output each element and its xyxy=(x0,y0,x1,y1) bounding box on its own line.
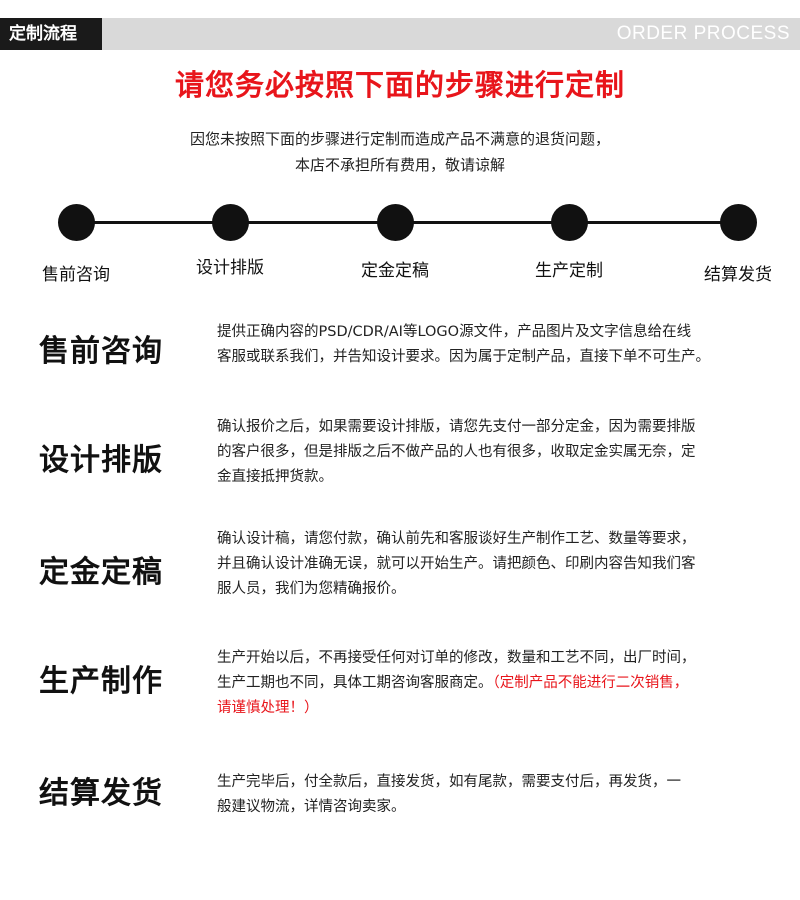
warning-text: 请谨慎处理！） xyxy=(217,700,319,716)
detail-line: 生产工期也不同，具体工期咨询客服商定。（定制产品不能进行二次销售， xyxy=(217,671,762,696)
timeline-step-5: 结算发货 xyxy=(668,200,800,285)
detail-line-normal: 生产工期也不同，具体工期咨询客服商定。 xyxy=(217,675,493,691)
detail-title: 售前咨询 xyxy=(39,334,163,369)
detail-title: 生产制作 xyxy=(39,664,163,699)
timeline-step-2: 设计排版 xyxy=(160,200,300,278)
detail-line: 般建议物流，详情咨询卖家。 xyxy=(217,799,406,815)
timeline-step-label: 定金定稿 xyxy=(361,261,429,281)
detail-line: 确认报价之后，如果需要设计排版，请您先支付一部分定金，因为需要排版 xyxy=(217,419,696,435)
detail-title: 设计排版 xyxy=(39,443,163,478)
detail-line: 服人员，我们为您精确报价。 xyxy=(217,581,406,597)
timeline-dot xyxy=(550,204,588,241)
warning-text: （定制产品不能进行二次销售， xyxy=(492,675,689,691)
notice-line-2: 本店不承担所有费用，敬请谅解 xyxy=(294,156,505,174)
timeline-step-label: 结算发货 xyxy=(704,265,772,285)
detail-line: 确认设计稿，请您付款，确认前先和客服谈好生产制作工艺、数量等要求， xyxy=(217,531,696,547)
timeline-step-label: 设计排版 xyxy=(196,258,264,278)
timeline-dot xyxy=(57,204,95,241)
detail-line: 提供正确内容的PSD/CDR/AI等LOGO源文件，产品图片及文字信息给在线 xyxy=(217,324,692,340)
process-timeline: 售前咨询 设计排版 定金定稿 生产定制 结算发货 xyxy=(0,200,800,290)
detail-text: 生产开始以后，不再接受任何对订单的修改，数量和工艺不同，出厂时间， 生产工期也不… xyxy=(217,646,762,721)
section-header-bar: 定制流程 ORDER PROCESS xyxy=(0,18,800,50)
detail-line: 生产完毕后，付全款后，直接发货，如有尾款，需要支付后，再发货，一 xyxy=(217,774,681,790)
detail-text: 生产完毕后，付全款后，直接发货，如有尾款，需要支付后，再发货，一 般建议物流，详… xyxy=(217,770,762,820)
detail-line: 客服或联系我们，并告知设计要求。因为属于定制产品，直接下单不可生产。 xyxy=(217,349,710,365)
notice-text: 因您未按照下面的步骤进行定制而造成产品不满意的退货问题， 本店不承担所有费用，敬… xyxy=(0,126,800,178)
detail-line: 并且确认设计准确无误，就可以开始生产。请把颜色、印刷内容告知我们客 xyxy=(217,556,696,572)
detail-title: 定金定稿 xyxy=(39,555,163,590)
timeline-dot xyxy=(719,204,757,241)
timeline-dot xyxy=(376,204,414,241)
detail-text: 确认设计稿，请您付款，确认前先和客服谈好生产制作工艺、数量等要求， 并且确认设计… xyxy=(217,527,762,602)
timeline-step-label: 生产定制 xyxy=(535,261,603,281)
detail-line: 的客户很多，但是排版之后不做产品的人也有很多，收取定金实属无奈，定 xyxy=(217,444,696,460)
detail-title: 结算发货 xyxy=(39,776,163,811)
detail-text: 提供正确内容的PSD/CDR/AI等LOGO源文件，产品图片及文字信息给在线 客… xyxy=(217,320,762,370)
detail-line: 金直接抵押货款。 xyxy=(217,469,333,485)
timeline-step-1: 售前咨询 xyxy=(6,200,146,285)
detail-text: 确认报价之后，如果需要设计排版，请您先支付一部分定金，因为需要排版 的客户很多，… xyxy=(217,415,762,490)
timeline-step-4: 生产定制 xyxy=(499,200,639,281)
detail-line: 生产开始以后，不再接受任何对订单的修改，数量和工艺不同，出厂时间， xyxy=(217,650,696,666)
timeline-step-label: 售前咨询 xyxy=(42,265,110,285)
page-title: 请您务必按照下面的步骤进行定制 xyxy=(174,68,625,102)
notice-line-1: 因您未按照下面的步骤进行定制而造成产品不满意的退货问题， xyxy=(189,130,610,148)
timeline-step-3: 定金定稿 xyxy=(325,200,465,281)
section-header-label: 定制流程 xyxy=(0,18,102,50)
timeline-dot xyxy=(211,204,249,241)
section-header-english: ORDER PROCESS xyxy=(616,23,790,44)
